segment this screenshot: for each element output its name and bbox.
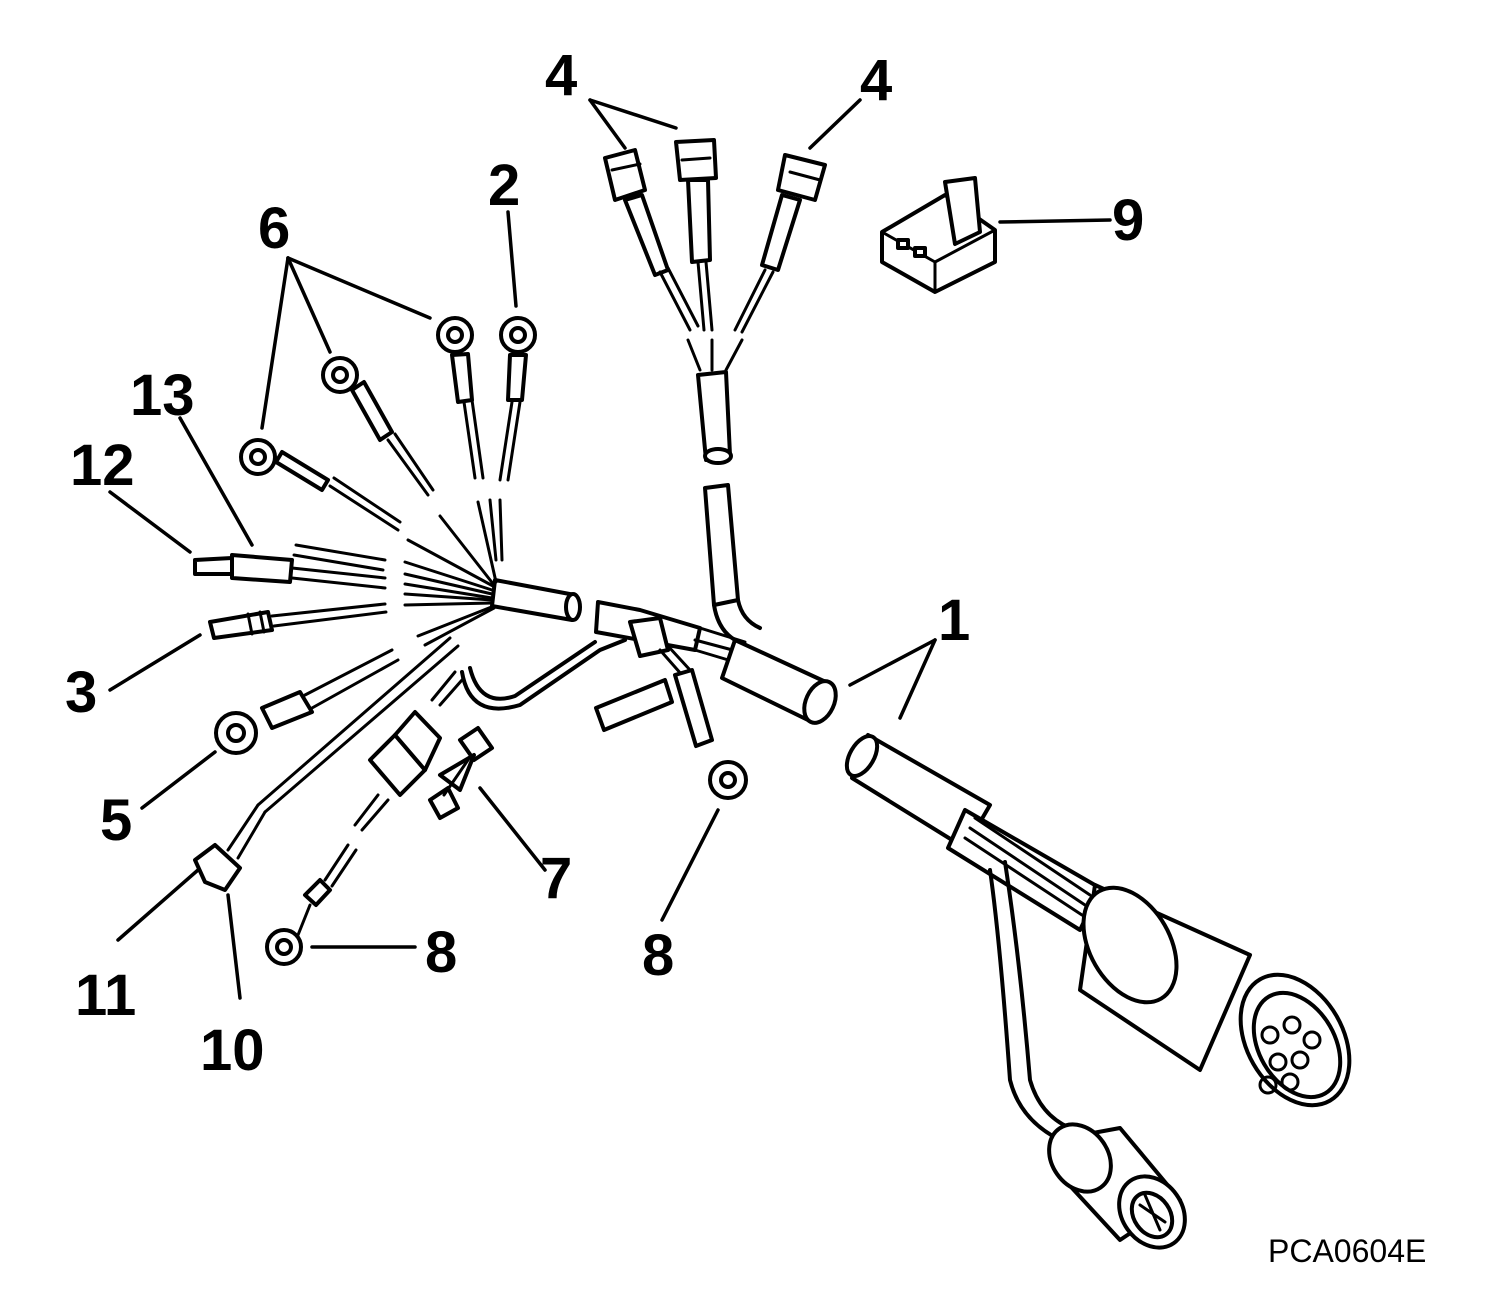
main-connector-harness [844,733,1352,1250]
ring-terminals-upper [239,316,537,562]
figure-code: PCA0604E [1268,1233,1426,1269]
callout-2: 2 [488,153,520,218]
callout-8-left: 8 [425,920,457,985]
callout-6: 6 [258,196,290,261]
callout-4-right: 4 [860,48,892,113]
leader-lines [108,98,1112,1000]
wire-fan [292,500,498,647]
bullet-connectors [193,553,388,640]
callout-10: 10 [200,1018,265,1083]
callout-3: 3 [65,660,97,725]
spade-terminals [603,138,827,372]
harness-trunk [460,370,838,725]
ring-terminal-8-right [594,616,748,800]
angled-terminal [193,636,460,892]
callout-labels: 1 2 3 4 4 5 6 7 8 8 9 10 11 12 13 [65,43,1144,1083]
callout-12: 12 [70,433,135,498]
callout-11: 11 [75,963,136,1028]
callout-5: 5 [100,788,132,853]
connector-block [880,176,997,294]
callout-8-right: 8 [642,923,674,988]
ring-terminal-5 [214,648,400,755]
ring-terminal-8-left [265,670,464,966]
callout-13: 13 [130,363,195,428]
callout-4-left: 4 [545,43,577,108]
callout-7: 7 [540,846,572,911]
callout-1: 1 [938,588,970,653]
fuse [428,726,494,820]
callout-9: 9 [1112,188,1144,253]
